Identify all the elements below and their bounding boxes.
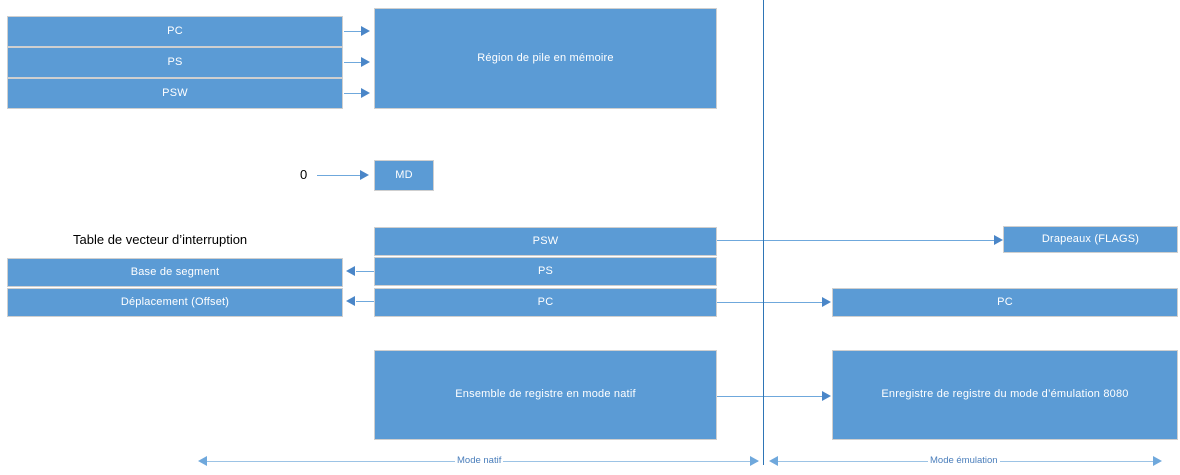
stack-row-ps: PS — [7, 47, 343, 78]
zero-label: 0 — [300, 167, 308, 182]
connector-ps-to-segment-base — [356, 271, 374, 272]
interrupt-vector-table-title: Table de vecteur d’interruption — [73, 232, 248, 247]
mode-divider-line — [763, 0, 764, 465]
native-register-row-psw: PSW — [374, 227, 717, 256]
stack-row-pc: PC — [7, 16, 343, 47]
arrowhead-mode-natif-left — [198, 456, 207, 466]
stack-row-psw: PSW — [7, 78, 343, 109]
connector-zero-to-md — [317, 175, 362, 176]
native-register-row-pc: PC — [374, 288, 717, 317]
native-register-set-box: Ensemble de registre en mode natif — [374, 350, 717, 440]
mode-natif-label: Mode natif — [455, 455, 504, 466]
connector-native-set-to-emulation-set — [717, 396, 827, 397]
memory-stack-region-box: Région de pile en mémoire — [374, 8, 717, 109]
md-box: MD — [374, 160, 434, 191]
arrowhead-pc-to-memory — [361, 26, 370, 36]
arrowhead-pc-to-offset — [346, 296, 355, 306]
interrupt-row-segment-base: Base de segment — [7, 258, 343, 287]
arrowhead-mode-natif-right — [750, 456, 759, 466]
connector-psw-to-flags — [717, 240, 998, 241]
arrowhead-psw-to-flags — [994, 235, 1003, 245]
emulation-flags-box: Drapeaux (FLAGS) — [1003, 226, 1178, 253]
connector-native-pc-to-emulation-pc — [717, 302, 827, 303]
interrupt-row-offset: Déplacement (Offset) — [7, 288, 343, 317]
connector-pc-to-memory — [344, 31, 364, 32]
connector-pc-to-offset — [356, 301, 374, 302]
native-register-row-ps: PS — [374, 257, 717, 286]
arrowhead-ps-to-segment-base — [346, 266, 355, 276]
arrowhead-mode-emulation-left — [769, 456, 778, 466]
arrowhead-ps-to-memory — [361, 57, 370, 67]
arrowhead-native-pc-to-emulation-pc — [822, 297, 831, 307]
mode-emulation-label: Mode émulation — [928, 455, 1000, 466]
connector-ps-to-memory — [344, 62, 364, 63]
connector-psw-to-memory — [344, 93, 364, 94]
arrowhead-psw-to-memory — [361, 88, 370, 98]
emulation-pc-box: PC — [832, 288, 1178, 317]
arrowhead-zero-to-md — [360, 170, 369, 180]
arrowhead-mode-emulation-right — [1153, 456, 1162, 466]
emulation-register-set-box: Enregistre de registre du mode d’émulati… — [832, 350, 1178, 440]
arrowhead-native-set-to-emulation-set — [822, 391, 831, 401]
